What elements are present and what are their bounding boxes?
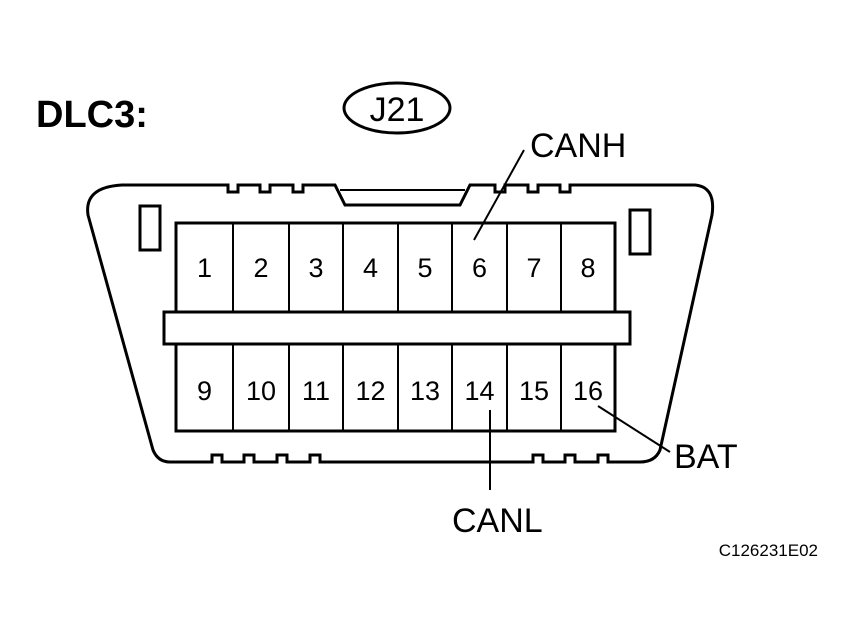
center-bar (162, 310, 632, 346)
diagram-title: DLC3: (36, 94, 148, 136)
bat-label: BAT (674, 438, 738, 476)
pin-label-13: 13 (410, 376, 440, 406)
bat-leader (597, 405, 671, 453)
canh-leader (473, 149, 525, 241)
connector-outer-shell (86, 183, 715, 464)
pin-label-2: 2 (253, 253, 268, 283)
pin-label-6: 6 (472, 253, 487, 283)
pin-label-16: 16 (573, 376, 603, 406)
left-latch (138, 204, 162, 252)
pin-label-1: 1 (197, 253, 212, 283)
pin-label-15: 15 (519, 376, 549, 406)
connector-id-ellipse (342, 81, 452, 135)
figure-code: C126231E02 (719, 541, 818, 560)
pin-label-12: 12 (355, 376, 385, 406)
pin-label-5: 5 (417, 253, 432, 283)
connector-id-label: J21 (370, 91, 425, 129)
pin-label-11: 11 (302, 376, 330, 406)
pin-label-8: 8 (580, 253, 595, 283)
canh-label: CANH (530, 127, 626, 165)
pin-label-7: 7 (526, 253, 541, 283)
pin-label-9: 9 (197, 376, 212, 406)
pin-label-14: 14 (464, 376, 494, 406)
pin-label-10: 10 (246, 376, 276, 406)
canl-label: CANL (452, 502, 543, 540)
pin-label-3: 3 (308, 253, 323, 283)
right-latch (628, 208, 652, 256)
pin-label-4: 4 (363, 253, 378, 283)
